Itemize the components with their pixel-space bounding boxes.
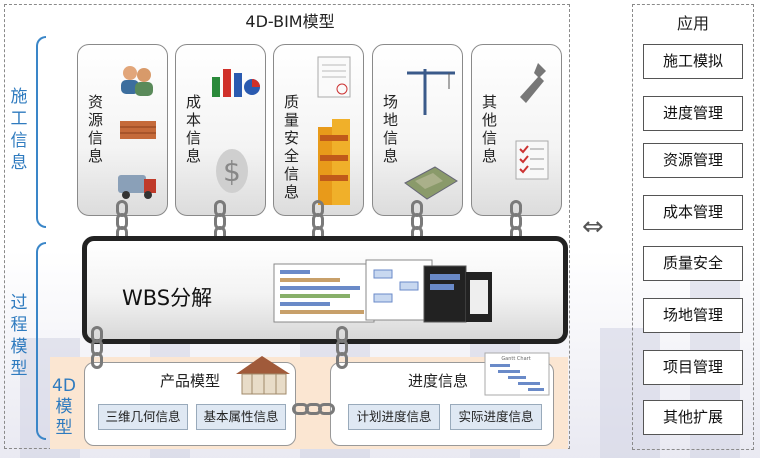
chain-link <box>88 326 106 369</box>
chip-planned-schedule: 计划进度信息 <box>348 404 440 430</box>
chip-3d-geometry: 三维几何信息 <box>98 404 188 430</box>
chain-link <box>211 200 229 243</box>
wbs-label: WBS分解 <box>122 286 213 310</box>
app-construction-simulation: 施工模拟 <box>643 44 743 79</box>
applications-frame <box>632 4 754 450</box>
gantt-caption: Gantt Chart <box>501 356 530 362</box>
applications-title: 应用 <box>676 14 709 33</box>
app-site-management: 场地管理 <box>643 298 743 333</box>
app-resource-management: 资源管理 <box>643 143 743 178</box>
chain-link <box>333 326 351 369</box>
diagram-title: 4D-BIM模型 <box>245 12 335 31</box>
chip-actual-schedule: 实际进度信息 <box>450 404 542 430</box>
house-model-icon <box>236 356 290 395</box>
workers-materials-truck-icon <box>118 66 156 199</box>
construction-info-label: 施工信息 <box>10 87 28 173</box>
chain-link <box>507 200 525 243</box>
svg-text:$: $ <box>223 155 241 188</box>
schedule-info-title: 进度信息 <box>408 372 469 390</box>
app-schedule-management: 进度管理 <box>643 96 743 131</box>
chain-link-horizontal <box>292 400 335 419</box>
wrench-checklist-icon <box>515 63 549 180</box>
wbs-screenshots-image <box>273 259 492 323</box>
crane-site-icon <box>404 69 458 200</box>
document-building-icon <box>317 56 351 205</box>
info-card-label: 成本信息 <box>186 93 202 165</box>
chain-link <box>113 200 131 243</box>
info-card-label: 其他信息 <box>482 93 498 165</box>
app-other-extensions: 其他扩展 <box>643 400 743 435</box>
process-model-bracket <box>36 242 46 440</box>
info-card-resource: 资源信息 <box>77 44 168 216</box>
chart-dollar-icon: $ <box>212 69 260 193</box>
product-model-title: 产品模型 <box>160 372 221 390</box>
app-quality-safety: 质量安全 <box>643 246 743 281</box>
bidirectional-arrow-icon: ⇔ <box>582 212 604 242</box>
construction-info-bracket <box>36 36 46 228</box>
process-model-label: 过程模型 <box>10 293 28 379</box>
info-card-cost: 成本信息 $ <box>175 44 266 216</box>
model-4d-label: 4D模型 <box>52 376 76 438</box>
chain-link <box>408 200 426 243</box>
info-card-site: 场地信息 <box>372 44 463 216</box>
info-card-label: 场地信息 <box>383 93 399 165</box>
info-card-quality-safety: 质量安全信息 <box>273 44 364 216</box>
chain-link <box>309 200 327 243</box>
chip-basic-attributes: 基本属性信息 <box>196 404 286 430</box>
gantt-chart-icon: Gantt Chart <box>484 352 550 396</box>
app-cost-management: 成本管理 <box>643 195 743 230</box>
info-card-other: 其他信息 <box>471 44 562 216</box>
info-card-label: 资源信息 <box>88 93 104 165</box>
info-card-label: 质量安全信息 <box>284 93 300 201</box>
app-project-management: 项目管理 <box>643 350 743 385</box>
